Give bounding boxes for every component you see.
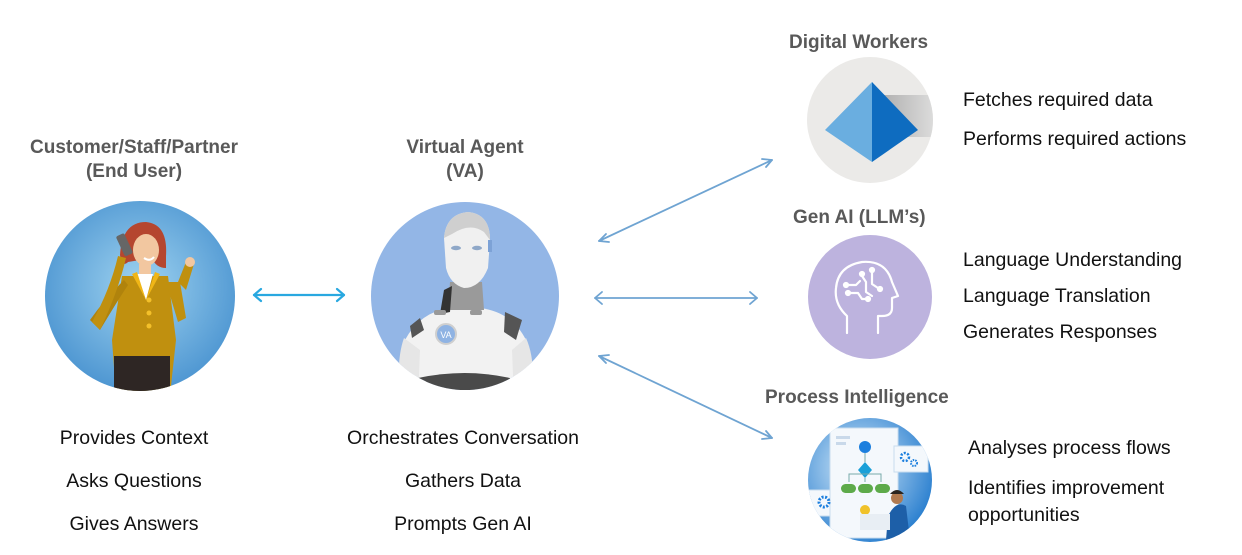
end-user-items: Provides Context Asks Questions Gives An…: [0, 426, 268, 555]
virtual-agent-item: Orchestrates Conversation: [347, 427, 579, 449]
end-user-item: Asks Questions: [66, 470, 202, 492]
virtual-agent-heading: Virtual Agent (VA): [355, 136, 575, 184]
virtual-agent-subtitle: (VA): [446, 161, 484, 182]
va-badge: VA: [440, 330, 451, 340]
gen-ai-title: Gen AI (LLM’s): [793, 207, 926, 228]
virtual-agent-illustration: [371, 202, 559, 390]
process-intelligence-item: Identifies improvement: [968, 477, 1165, 499]
gen-ai-item: Generates Responses: [963, 321, 1158, 343]
arrow-end-user-virtual-agent: [252, 287, 346, 303]
digital-workers-title: Digital Workers: [789, 32, 929, 53]
end-user-heading: Customer/Staff/Partner (End User): [0, 136, 268, 184]
process-intelligence-items: Analyses process flows Identifies improv…: [968, 436, 1171, 530]
end-user-illustration: [45, 201, 235, 391]
digital-workers-icon-group: [807, 57, 933, 183]
end-user-title: Customer/Staff/Partner: [30, 137, 238, 158]
gen-ai-icon-group: [808, 235, 932, 359]
process-intelligence-illustration: [808, 418, 932, 542]
end-user-subtitle: (End User): [85, 161, 183, 182]
virtual-agent-items: Orchestrates Conversation Gathers Data P…: [313, 426, 613, 555]
gen-ai-item: Language Understanding: [963, 249, 1183, 271]
end-user-item: Gives Answers: [69, 513, 199, 535]
gen-ai-items: Language Understanding Language Translat…: [963, 248, 1182, 356]
digital-workers-items: Fetches required data Performs required …: [963, 88, 1186, 166]
end-user-item: Provides Context: [59, 427, 209, 449]
gen-ai-item: Language Translation: [963, 285, 1151, 307]
arrow-va-gen-ai: [594, 291, 758, 305]
digital-workers-item: Performs required actions: [963, 128, 1187, 150]
virtual-agent-item: Gathers Data: [405, 470, 521, 492]
virtual-agent-title: Virtual Agent: [406, 137, 524, 158]
process-intelligence-item-continued: opportunities: [968, 504, 1080, 526]
arrow-va-digital-workers: [598, 158, 773, 243]
virtual-agent-item: Prompts Gen AI: [394, 513, 532, 535]
process-intelligence-item: Analyses process flows: [968, 437, 1171, 459]
digital-workers-item: Fetches required data: [963, 89, 1153, 111]
arrow-va-process-intelligence: [598, 354, 773, 440]
pyramid-icon: [825, 82, 872, 162]
process-intelligence-title: Process Intelligence: [765, 387, 949, 408]
brain-circuit-head-icon: [834, 260, 900, 335]
